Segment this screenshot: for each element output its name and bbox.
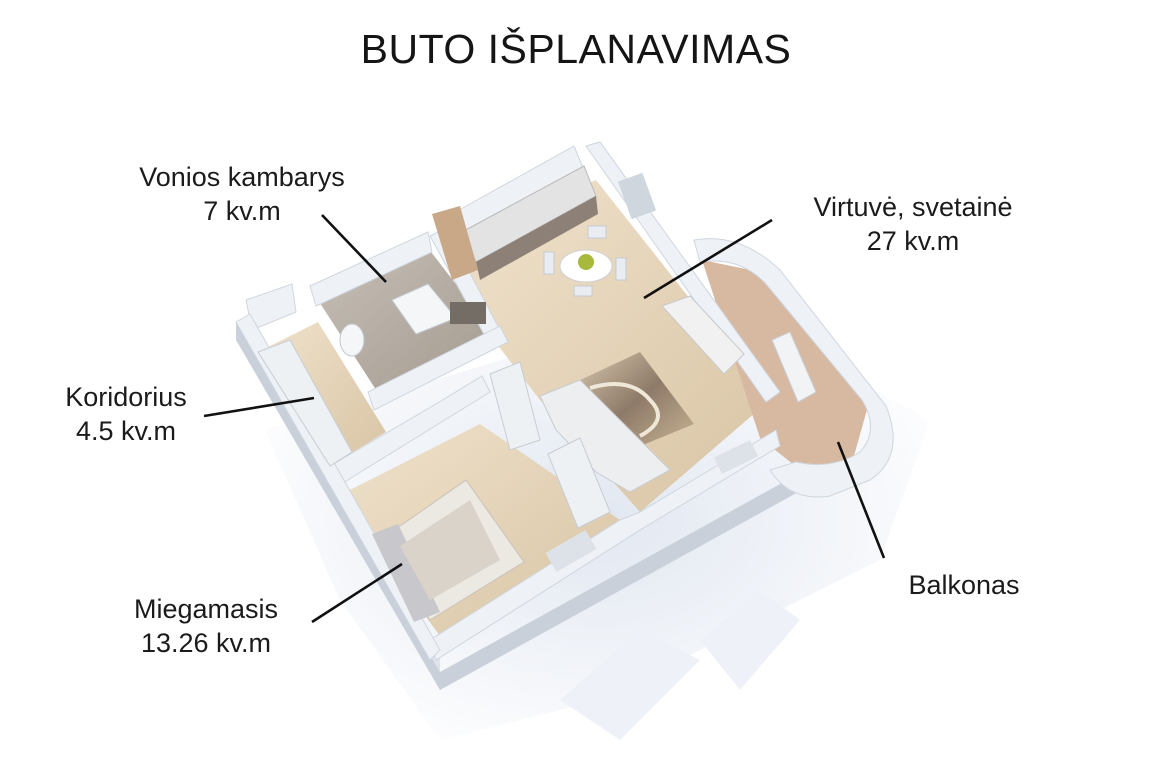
room-area: 27 kv.m bbox=[866, 226, 960, 256]
label-kitchen-living: Virtuvė, svetainė 27 kv.m bbox=[786, 190, 1040, 258]
label-balcony: Balkonas bbox=[886, 568, 1042, 602]
balcony-door bbox=[771, 331, 817, 403]
leader-bath bbox=[321, 214, 387, 283]
window-bedroom bbox=[545, 529, 597, 573]
label-corridor: Koridorius 4.5 kv.m bbox=[44, 380, 208, 448]
room-name: Koridorius bbox=[65, 382, 187, 412]
furniture bbox=[257, 165, 817, 622]
corridor-wardrobe bbox=[257, 339, 353, 467]
room-name: Vonios kambarys bbox=[139, 162, 345, 192]
page-title: BUTO IŠPLANAVIMAS bbox=[360, 26, 792, 72]
leader-bedroom bbox=[311, 562, 403, 624]
leader-balcony bbox=[836, 441, 886, 559]
living-floor bbox=[450, 180, 770, 512]
room-area: 13.26 kv.m bbox=[140, 628, 272, 658]
room-name: Virtuvė, svetainė bbox=[813, 192, 1013, 222]
label-bathroom: Vonios kambarys 7 kv.m bbox=[104, 160, 380, 228]
leader-lines bbox=[203, 214, 886, 624]
sofa bbox=[539, 379, 671, 493]
room-name: Balkonas bbox=[908, 570, 1020, 600]
tv-stand bbox=[661, 295, 745, 375]
room-name: Miegamasis bbox=[133, 594, 279, 624]
bedroom-wardrobe bbox=[489, 361, 541, 451]
leader-kitchen bbox=[643, 218, 773, 300]
window-front bbox=[714, 440, 758, 474]
leader-corridor bbox=[203, 396, 315, 418]
room-area: 7 kv.m bbox=[203, 196, 281, 226]
fridge bbox=[432, 206, 478, 280]
label-bedroom: Miegamasis 13.26 kv.m bbox=[106, 592, 306, 660]
room-area: 4.5 kv.m bbox=[75, 416, 177, 446]
bath-sink bbox=[450, 302, 486, 324]
toilet bbox=[339, 323, 365, 357]
rug bbox=[576, 352, 694, 452]
window-kitchen bbox=[617, 172, 657, 220]
